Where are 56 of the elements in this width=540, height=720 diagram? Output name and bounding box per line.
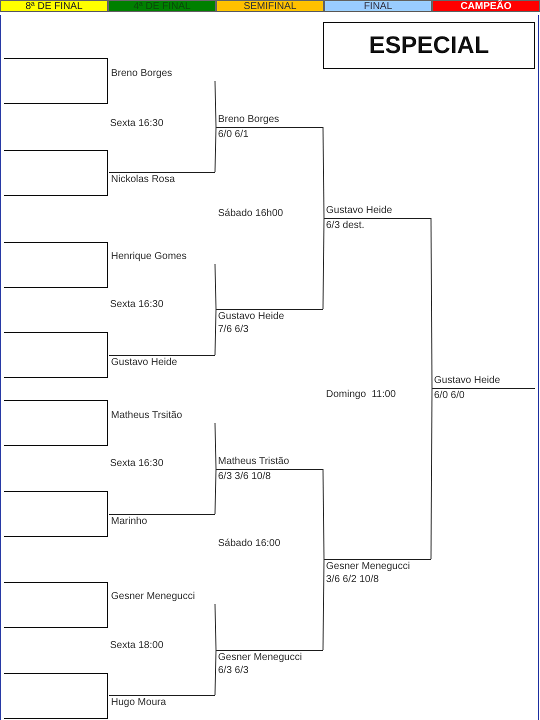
score-text: 6/0 6/0	[434, 390, 465, 402]
player-name: Gesner Menegucci	[111, 591, 195, 603]
empty-box	[4, 673, 108, 719]
column-header: 8ª DE FINAL	[0, 0, 108, 12]
bracket-line	[214, 264, 216, 310]
match-time: Sexta 16:30	[110, 458, 164, 470]
bracket-line	[322, 218, 324, 310]
player-name: Breno Borges	[218, 114, 280, 126]
empty-box	[4, 582, 108, 628]
player-name: Gustavo Heide	[111, 357, 178, 369]
bracket-line	[214, 604, 216, 650]
score-text: 6/3 dest.	[326, 220, 364, 232]
bracket-line	[430, 218, 432, 388]
empty-box	[4, 242, 108, 288]
empty-box	[4, 400, 108, 446]
bracket-line	[214, 468, 216, 514]
match-time: Sábado 16h00	[218, 208, 284, 220]
column-header: FINAL	[324, 0, 432, 12]
score-text: 6/0 6/1	[218, 129, 249, 141]
player-name: Nickolas Rosa	[111, 174, 175, 186]
player-name: Matheus Trsitão	[111, 410, 182, 422]
bracket-line	[214, 650, 216, 696]
empty-box	[4, 491, 108, 537]
bracket-line	[322, 126, 324, 218]
player-name: Gustavo Heide	[218, 311, 284, 323]
match-time: Sexta 16:30	[110, 118, 164, 130]
player-name: Gustavo Heide	[326, 205, 392, 217]
player-name: Gesner Menegucci	[218, 652, 302, 664]
score-text: 3/6 6/2 10/8	[326, 574, 379, 586]
empty-box	[4, 150, 108, 196]
match-time: Sexta 16:30	[110, 299, 164, 311]
title-box: ESPECIAL	[323, 22, 535, 69]
match-time: Domingo 11:00	[326, 389, 396, 401]
score-text: 6/3 3/6 10/8	[218, 471, 271, 483]
player-name: Gesner Menegucci	[326, 561, 410, 573]
score-text: 6/3 6/3	[218, 665, 249, 677]
bracket-line	[322, 558, 324, 650]
player-name: Matheus Tristão	[218, 456, 290, 468]
column-header: SEMIFINAL	[216, 0, 324, 12]
match-time: Sábado 16:00	[218, 538, 280, 550]
bracket-line	[214, 80, 216, 128]
score-text: 7/6 6/3	[218, 324, 249, 336]
empty-box	[4, 58, 108, 104]
bracket-line	[214, 422, 216, 470]
player-name: Marinho	[111, 516, 148, 528]
column-header: CAMPEÃO	[432, 0, 540, 12]
player-name: Gustavo Heide	[434, 375, 500, 387]
player-name: Breno Borges	[111, 68, 172, 80]
player-name: Henrique Gomes	[111, 251, 187, 263]
player-name: Hugo Moura	[111, 697, 166, 709]
bracket-line	[214, 126, 216, 172]
bracket-line	[322, 468, 324, 560]
bracket-line	[214, 308, 216, 356]
empty-box	[4, 332, 108, 378]
match-time: Sexta 18:00	[110, 640, 164, 652]
bracket-line	[430, 388, 432, 560]
